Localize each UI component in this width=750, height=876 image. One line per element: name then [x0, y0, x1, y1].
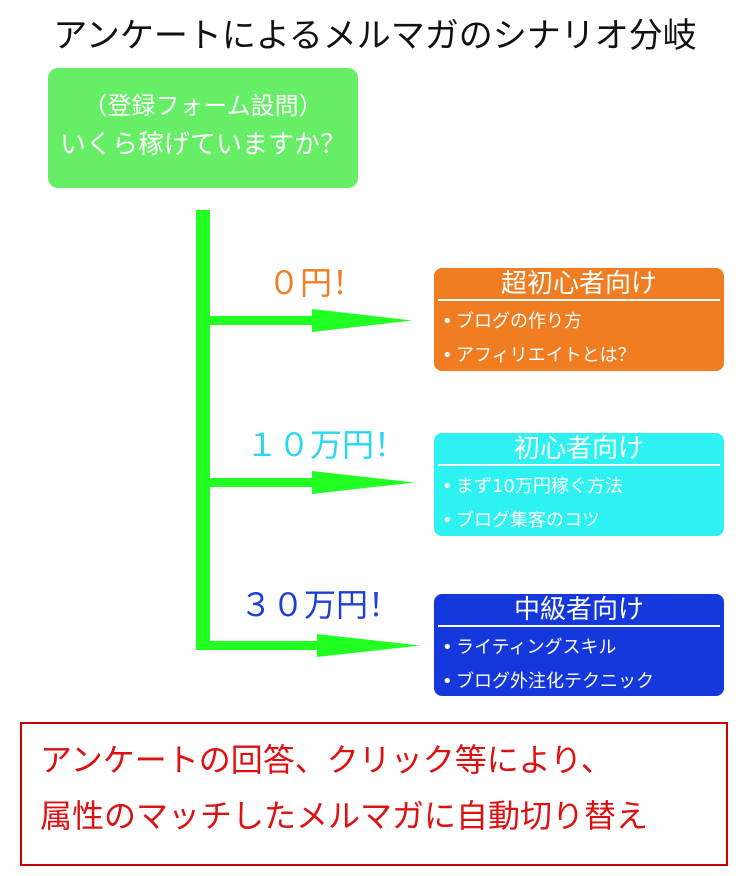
- flow-trunk: [196, 210, 210, 650]
- result-heading: 中級者向け: [513, 595, 644, 625]
- bullet: •: [442, 637, 453, 658]
- result-box-beginner: 初心者向け •まず10万円稼ぐ方法 •ブログ集客のコツ: [434, 433, 724, 536]
- note-line-1: アンケートの回答、クリック等により、: [40, 741, 613, 779]
- question-context: （登録フォーム設問）: [83, 92, 323, 120]
- result-box-beginner-plus: 超初心者向け •ブログの作り方 •アフィリエイトとは？: [434, 268, 724, 371]
- note-box: アンケートの回答、クリック等により、 属性のマッチしたメルマガに自動切り替え: [20, 722, 728, 866]
- question-box: （登録フォーム設問） いくら稼げていますか？: [48, 68, 358, 188]
- bullet: •: [442, 345, 453, 366]
- list-item: •ブログ外注化テクニック: [442, 665, 724, 699]
- branch-shaft: [203, 641, 320, 650]
- bullet: •: [442, 311, 453, 332]
- bullet: •: [442, 671, 453, 692]
- branch-label-3: ３０万円！: [240, 586, 401, 624]
- bullet: •: [442, 476, 453, 497]
- branch-arrowhead: [312, 471, 415, 494]
- branch-label-1: ０円！: [268, 264, 365, 302]
- result-list: •まず10万円稼ぐ方法 •ブログ集客のコツ: [434, 466, 724, 538]
- flow-branch-1: [203, 309, 412, 332]
- result-heading: 超初心者向け: [500, 269, 657, 299]
- list-item: •まず10万円稼ぐ方法: [442, 470, 724, 504]
- list-item: •ライティングスキル: [442, 631, 724, 665]
- branch-arrowhead: [317, 634, 420, 657]
- branch-shaft: [203, 478, 315, 487]
- list-item: •ブログの作り方: [442, 305, 724, 339]
- item-text: ブログ集客のコツ: [456, 510, 600, 531]
- branch-label-2: １０万円！: [246, 426, 407, 464]
- branch-shaft: [203, 316, 315, 325]
- question-text: いくら稼げていますか？: [59, 130, 346, 160]
- item-text: ブログ外注化テクニック: [456, 671, 654, 692]
- note-line-2: 属性のマッチしたメルマガに自動切り替え: [40, 797, 649, 835]
- item-text: まず10万円稼ぐ方法: [456, 476, 623, 497]
- item-text: ライティングスキル: [456, 637, 617, 658]
- list-item: •アフィリエイトとは？: [442, 339, 724, 373]
- diagram-title: アンケートによるメルマガのシナリオ分岐: [53, 16, 697, 56]
- bullet: •: [442, 510, 453, 531]
- flow-branch-3: [203, 634, 420, 657]
- result-heading: 初心者向け: [513, 434, 644, 464]
- result-list: •ライティングスキル •ブログ外注化テクニック: [434, 627, 724, 699]
- branch-arrowhead: [312, 309, 412, 332]
- item-text: ブログの作り方: [456, 311, 582, 332]
- heading-divider: [438, 464, 720, 466]
- item-text: アフィリエイトとは？: [456, 345, 636, 366]
- result-box-intermediate: 中級者向け •ライティングスキル •ブログ外注化テクニック: [434, 594, 724, 696]
- list-item: •ブログ集客のコツ: [442, 504, 724, 538]
- result-list: •ブログの作り方 •アフィリエイトとは？: [434, 301, 724, 373]
- flow-branch-2: [203, 471, 415, 494]
- heading-divider: [438, 625, 720, 627]
- heading-divider: [438, 299, 720, 301]
